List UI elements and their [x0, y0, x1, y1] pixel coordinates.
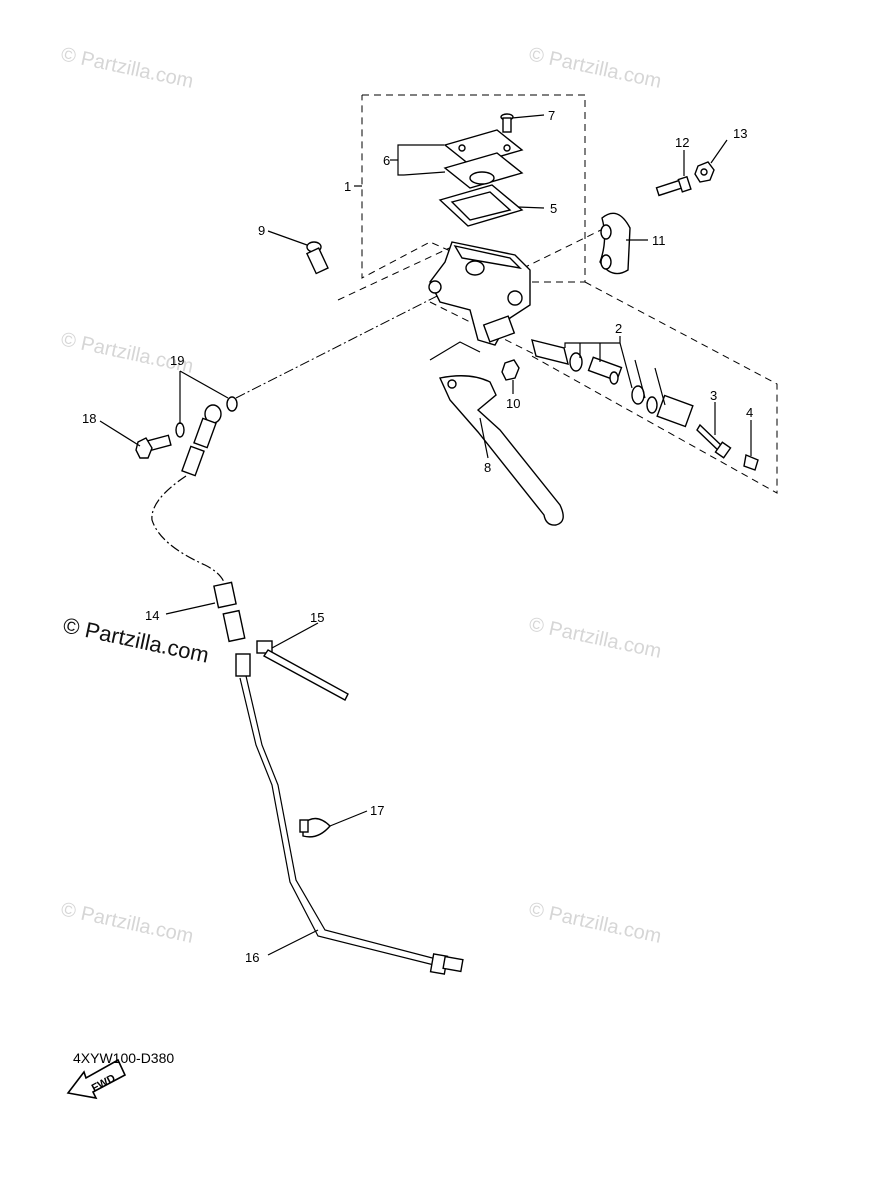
joint-14	[213, 581, 246, 643]
watermark-large: © Partzilla.com	[61, 612, 211, 667]
clip-17	[299, 817, 331, 838]
diaphragm-inner	[450, 191, 512, 221]
callout-2: 2	[615, 321, 622, 336]
watermark: © Partzilla.com	[59, 898, 195, 948]
screw-7	[500, 113, 514, 133]
nut-10	[501, 359, 520, 381]
leader-lines	[99, 114, 752, 956]
callout-6: 6	[383, 153, 390, 168]
callout-17: 17	[370, 803, 384, 818]
callout-11: 11	[652, 233, 666, 248]
master-cylinder-body	[428, 241, 531, 346]
callout-10: 10	[506, 396, 520, 411]
watermark: © Partzilla.com	[527, 613, 663, 663]
boot-4	[743, 454, 759, 471]
cap-hole	[503, 144, 511, 152]
callout-1: 1	[344, 179, 351, 194]
diaphragm-boot	[469, 171, 495, 185]
cap-plate-lower	[443, 152, 524, 189]
banjo-bolt-18	[135, 434, 172, 459]
callout-12: 12	[675, 135, 689, 150]
tie-15	[256, 640, 349, 701]
banjo-fitting	[181, 404, 222, 477]
callout-4: 4	[746, 405, 753, 420]
callout-8: 8	[484, 460, 491, 475]
callout-18: 18	[82, 411, 96, 426]
assembly-2-outline	[529, 281, 778, 494]
callout-16: 16	[245, 950, 259, 965]
clamp-11	[599, 212, 631, 275]
callout-5: 5	[550, 201, 557, 216]
reservoir-cap	[438, 129, 524, 227]
pipe-16	[235, 653, 464, 975]
callout-7: 7	[548, 108, 555, 123]
callout-13: 13	[733, 126, 747, 141]
upper-hose	[151, 475, 227, 591]
lever-8	[429, 341, 564, 526]
washers-19	[175, 396, 238, 438]
watermark: © Partzilla.com	[527, 43, 663, 93]
cap-hole	[458, 144, 466, 152]
watermark: © Partzilla.com	[59, 43, 195, 93]
callout-9: 9	[258, 223, 265, 238]
callout-3: 3	[710, 388, 717, 403]
piston-kit	[531, 339, 694, 428]
fwd-arrow-icon: FWD	[66, 1058, 127, 1100]
hose-axis-line	[235, 291, 446, 399]
push-rod-3	[696, 423, 732, 459]
watermarks: © Partzilla.com © Partzilla.com © Partzi…	[59, 43, 663, 948]
callout-15: 15	[310, 610, 324, 625]
bolt-12	[655, 175, 692, 197]
assembly-outline-link	[337, 243, 459, 301]
callout-labels: 1 2 3 4 5 6 7 8 9 10 11 12 13 14 15 16 1…	[82, 108, 753, 965]
diagram-code: 4XYW100-D380	[73, 1050, 175, 1066]
watermark: © Partzilla.com	[527, 898, 663, 948]
bolt-9	[305, 241, 329, 275]
nut-13	[694, 161, 715, 183]
cap-plate	[443, 129, 524, 166]
callout-14: 14	[145, 608, 159, 623]
callout-19: 19	[170, 353, 184, 368]
